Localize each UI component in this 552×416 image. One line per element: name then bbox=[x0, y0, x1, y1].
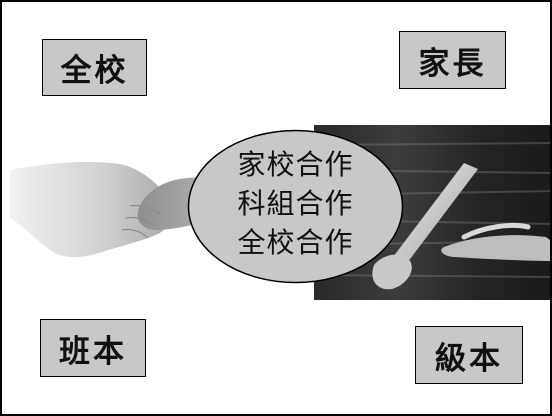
label-parents: 家長 bbox=[399, 31, 506, 89]
cooperation-list: 家校合作 科組合作 全校合作 bbox=[187, 145, 404, 262]
cooperation-line: 家校合作 bbox=[237, 148, 354, 181]
label-whole-school: 全校 bbox=[42, 39, 147, 96]
label-grade-based: 級本 bbox=[415, 326, 523, 384]
cooperation-line: 科組合作 bbox=[237, 187, 354, 220]
cooperation-line: 全校合作 bbox=[237, 226, 354, 259]
label-class-based: 班本 bbox=[40, 319, 146, 377]
center-ellipse bbox=[187, 129, 404, 284]
